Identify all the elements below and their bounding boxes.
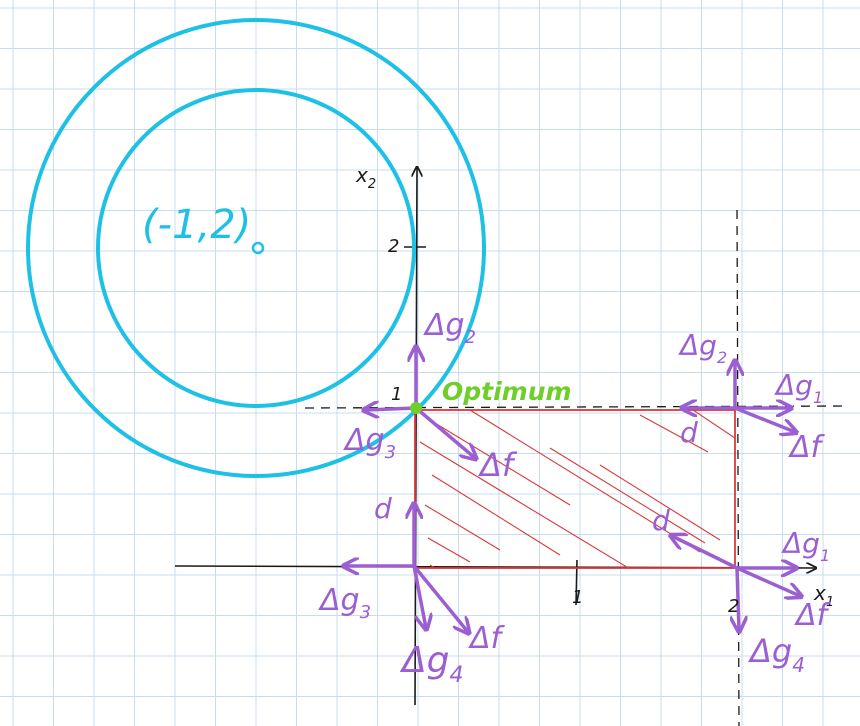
feasible-hatching [419, 410, 735, 568]
optimum-label: Optimum [442, 377, 572, 406]
label-d-origin: d [374, 492, 392, 525]
circle-center-label: (-1,2) [142, 202, 251, 248]
x-tick-label-2: 2 [728, 596, 739, 617]
label-df-optimum: Δf [477, 446, 518, 484]
label-df-corner-2-0: Δf [794, 598, 832, 633]
dashed-line-x1-eq-2 [736, 209, 740, 726]
x-axis-label: x1 [813, 581, 834, 610]
y-axis-label: x2 [355, 163, 376, 192]
label-d-corner-2-0: d [652, 504, 670, 537]
feasible-rectangle [414, 409, 736, 569]
y-tick-label-1: 1 [391, 384, 402, 405]
vector-dg3-optimum [365, 408, 418, 410]
circle-center-dot [251, 241, 265, 255]
label-dg4-corner-2-0: Δg4 [747, 632, 805, 677]
y-tick-label-2: 2 [388, 236, 399, 257]
vector-dg4-corner-2-0 [737, 566, 739, 630]
vector-d-corner-2-0 [672, 536, 739, 570]
objective-level-circles [26, 18, 486, 478]
feasible-region [414, 409, 736, 569]
label-dg1-corner-2-1: Δg1 [774, 369, 823, 407]
label-df-origin: Δf [468, 621, 506, 656]
vector-df-corner-2-1 [733, 406, 795, 432]
vector-df-corner-2-0 [735, 566, 800, 596]
label-dg1-corner-2-0: Δg1 [781, 527, 830, 565]
label-dg4-origin: Δg4 [399, 640, 463, 688]
label-df-corner-2-1: Δf [788, 430, 826, 465]
label-d-corner-2-1: d [680, 416, 698, 449]
vector-df-optimum [414, 406, 475, 458]
vector-dg4-origin [412, 564, 426, 628]
label-dg3-origin: Δg3 [318, 583, 371, 623]
inner-level-circle [96, 88, 416, 408]
optimum-point [410, 402, 422, 414]
label-dg3-optimum: Δg3 [343, 423, 396, 463]
vector-df-origin [412, 564, 468, 632]
label-dg2-corner-2-1: Δg2 [678, 329, 727, 367]
vectors [345, 348, 800, 632]
x-tick-label-1: 1 [572, 587, 583, 608]
label-dg2-optimum: Δg2 [423, 308, 476, 348]
outer-level-circle [26, 18, 486, 478]
